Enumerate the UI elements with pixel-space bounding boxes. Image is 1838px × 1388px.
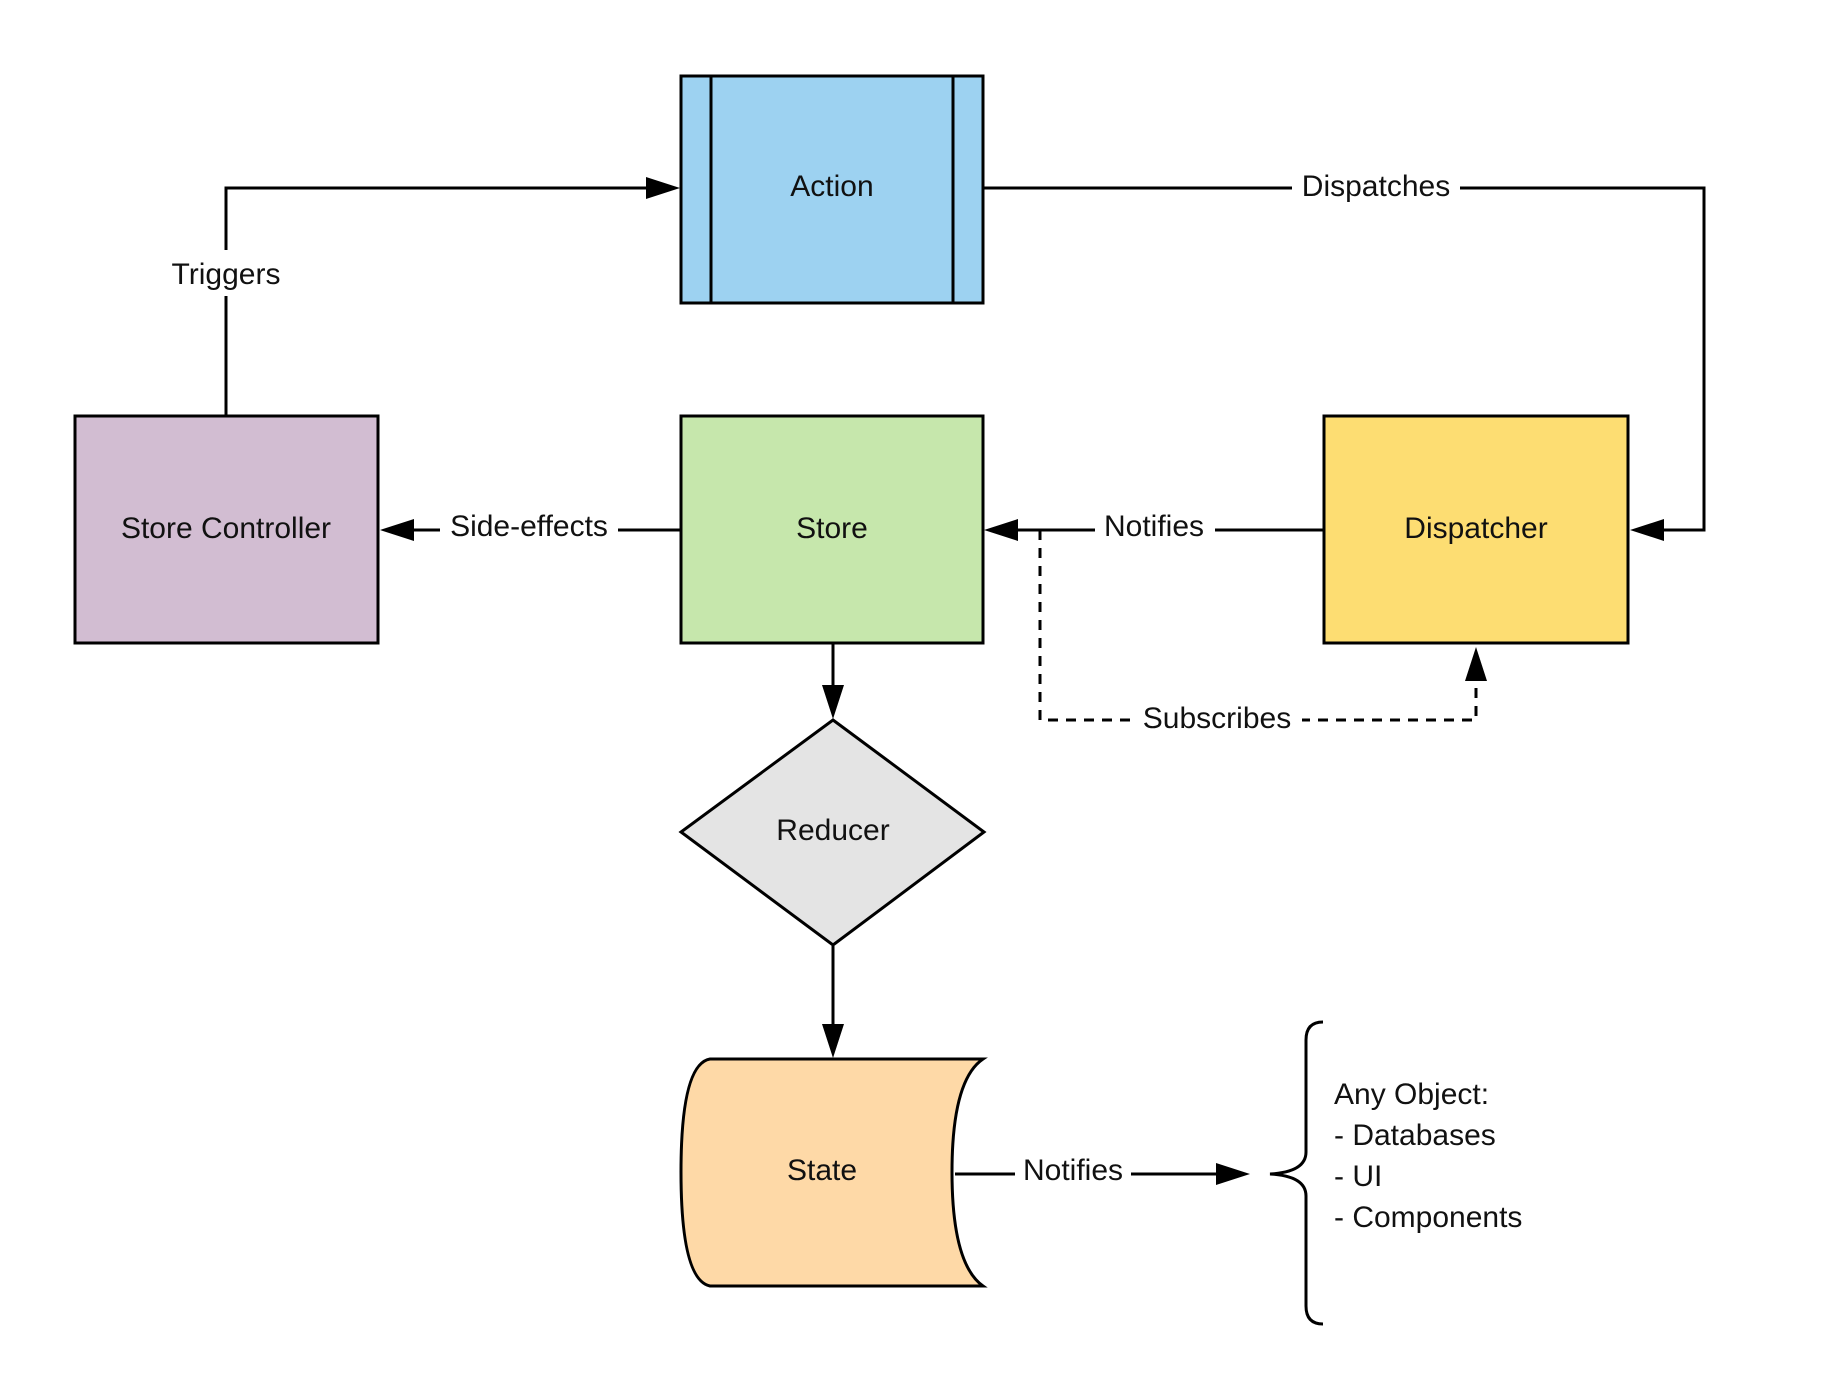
edge-side-effects: Side-effects — [380, 508, 680, 550]
note-item-ui: - UI — [1334, 1160, 1382, 1193]
node-label-store: Store — [796, 512, 868, 545]
edge-subscribes: Subscribes — [1038, 530, 1487, 740]
node-action: Action — [679, 74, 985, 305]
edge-label-notifies-store: Notifies — [1104, 510, 1204, 543]
node-label-reducer: Reducer — [776, 814, 889, 847]
node-state: State — [679, 1057, 988, 1288]
arrowhead-icon — [984, 519, 1018, 541]
edge-dispatches: Dispatches — [983, 166, 1706, 541]
node-reducer: Reducer — [678, 718, 987, 947]
node-dispatcher: Dispatcher — [1322, 414, 1630, 645]
edge-label-dispatches: Dispatches — [1302, 170, 1450, 203]
arrowhead-icon — [1465, 647, 1487, 681]
node-label-state: State — [787, 1154, 857, 1187]
node-label-dispatcher: Dispatcher — [1404, 512, 1547, 545]
curly-brace-icon — [1269, 1020, 1324, 1326]
note-any-object: Any Object: - Databases - UI - Component… — [1269, 1020, 1522, 1326]
edge-reducer-state — [822, 946, 844, 1058]
note-item-components: - Components — [1334, 1201, 1522, 1234]
edge-notifies-state: Notifies — [955, 1151, 1250, 1193]
arrowhead-icon — [1216, 1163, 1250, 1185]
edge-triggers: Triggers — [160, 177, 680, 415]
edge-store-reducer — [822, 644, 844, 719]
arrowhead-icon — [1630, 519, 1664, 541]
arrowhead-icon — [646, 177, 680, 199]
arrowhead-icon — [380, 519, 414, 541]
node-label-action: Action — [790, 170, 873, 203]
edge-label-side-effects: Side-effects — [450, 510, 608, 543]
note-item-databases: - Databases — [1334, 1119, 1496, 1152]
arrowhead-icon — [822, 685, 844, 719]
edge-notifies-store: Notifies — [984, 508, 1323, 550]
edge-label-triggers: Triggers — [172, 258, 281, 291]
node-label-store-controller: Store Controller — [121, 512, 331, 545]
note-title: Any Object: — [1334, 1078, 1489, 1111]
arrowhead-icon — [822, 1024, 844, 1058]
edge-label-subscribes: Subscribes — [1143, 702, 1291, 735]
node-store-controller: Store Controller — [73, 414, 380, 645]
edge-label-notifies-state: Notifies — [1023, 1154, 1123, 1187]
node-store: Store — [679, 414, 985, 645]
